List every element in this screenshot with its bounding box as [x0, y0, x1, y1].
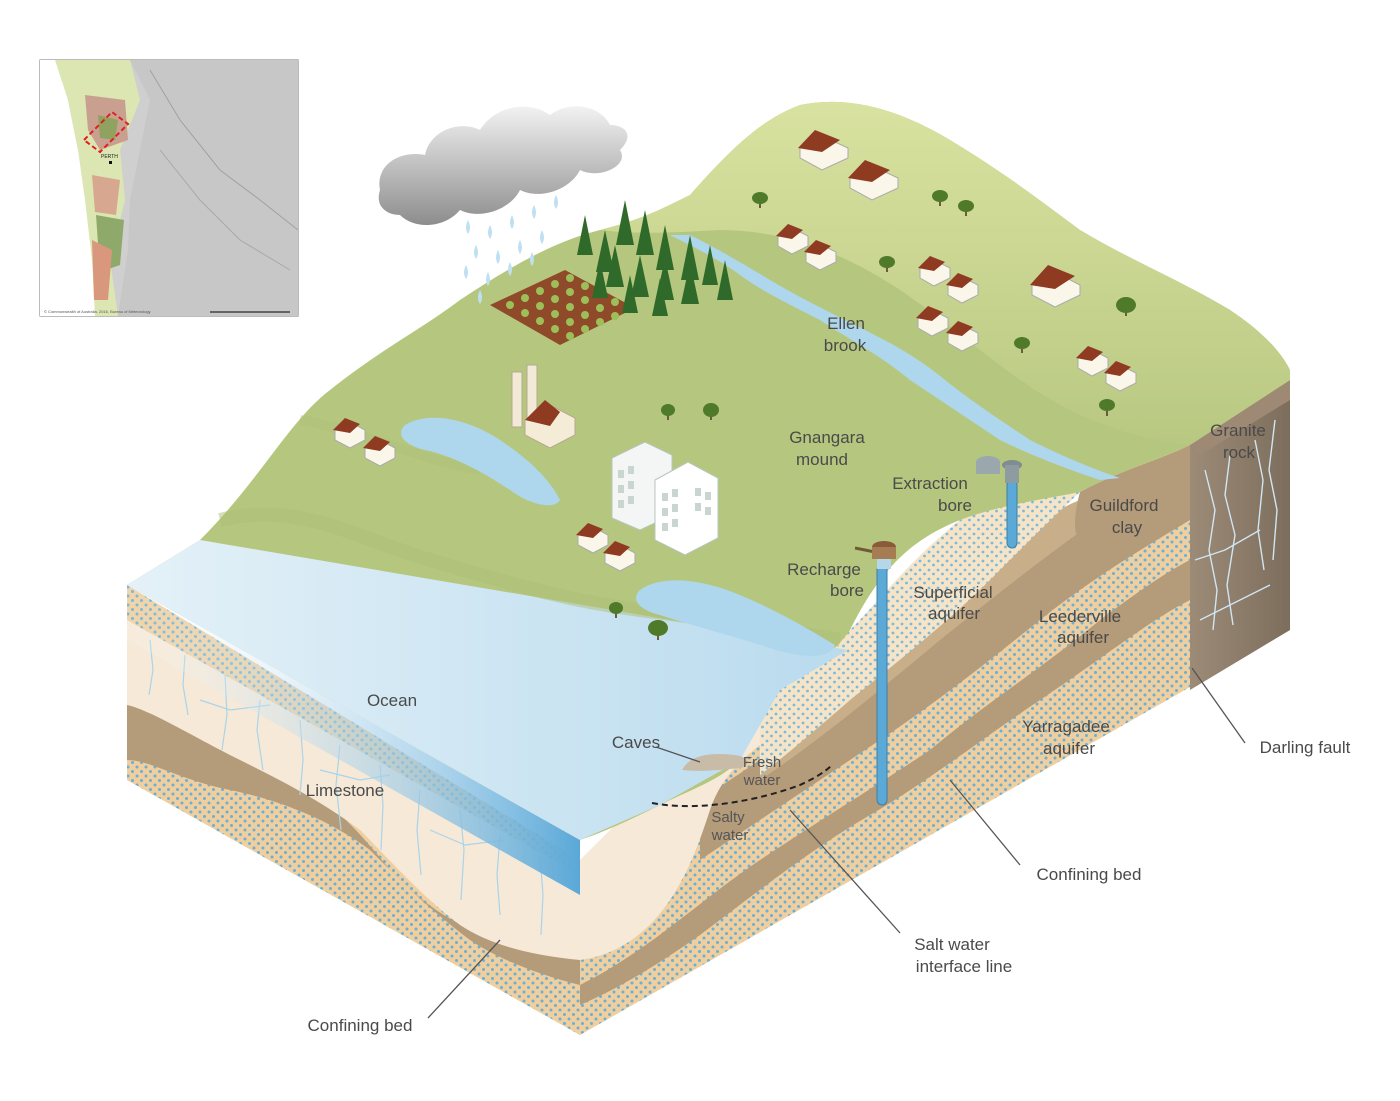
label-extraction-bore-1: Extraction — [892, 474, 968, 493]
ocean-front-face — [127, 585, 580, 895]
house — [603, 541, 636, 572]
label-confining-bed-left: Confining bed — [308, 1016, 413, 1035]
label-superficial-2: aquifer — [928, 604, 980, 623]
house — [946, 321, 979, 352]
study-area-outline — [82, 110, 130, 154]
label-caves: Caves — [612, 733, 660, 752]
house — [918, 256, 951, 287]
recharge-bore — [854, 541, 896, 806]
label-fresh-water-2: water — [743, 772, 781, 789]
house — [576, 523, 609, 554]
house — [804, 240, 837, 271]
city-buildings — [611, 441, 719, 556]
ellen-brook-river — [670, 235, 1120, 480]
extraction-bore — [976, 456, 1022, 549]
house — [916, 306, 949, 337]
label-superficial-1: Superficial — [913, 583, 992, 602]
house — [946, 273, 979, 304]
caves — [682, 753, 748, 771]
label-extraction-bore-2: bore — [938, 496, 972, 515]
house — [798, 130, 849, 171]
rain-cloud — [378, 106, 628, 304]
limestone-layer — [127, 620, 580, 960]
water-features — [401, 235, 1120, 656]
label-darling-fault: Darling fault — [1260, 738, 1351, 757]
labels: Ocean Limestone Caves Fresh water Salty … — [306, 314, 1351, 1035]
label-gnangara-2: mound — [796, 450, 848, 469]
leader-lines — [427, 667, 1246, 1019]
label-salty-water-2: water — [711, 827, 749, 844]
pine-forest — [577, 200, 733, 316]
front-left-face — [127, 585, 580, 1035]
label-ellen-brook-2: brook — [824, 336, 867, 355]
ocean-surface — [127, 540, 848, 840]
label-recharge-bore-2: bore — [830, 581, 864, 600]
label-salt-water-interface-2: interface line — [916, 957, 1012, 976]
lake-north — [401, 417, 560, 506]
lake-south — [636, 580, 835, 656]
salt-water-interface-line — [651, 764, 833, 808]
inset-map: PERTH © Commonwealth of Australia, 2016,… — [39, 59, 299, 317]
inset-town-label: PERTH — [101, 154, 118, 160]
label-yarragadee-2: aquifer — [1043, 739, 1095, 758]
label-gnangara-1: Gnangara — [789, 428, 865, 447]
label-recharge-bore-1: Recharge — [787, 560, 861, 579]
house — [848, 160, 899, 201]
houses — [333, 130, 1137, 572]
house — [776, 224, 809, 255]
label-confining-bed-right: Confining bed — [1037, 865, 1142, 884]
label-leederville-1: Leederville — [1039, 607, 1121, 626]
label-limestone: Limestone — [306, 781, 384, 800]
factory — [511, 364, 576, 449]
house — [1030, 265, 1081, 308]
inset-credit: © Commonwealth of Australia, 2016, Burea… — [44, 309, 151, 314]
house — [333, 418, 366, 449]
guildford-clay-layer — [1075, 445, 1190, 545]
label-guildford-1: Guildford — [1090, 496, 1159, 515]
house — [363, 436, 396, 467]
label-yarragadee-1: Yarragadee — [1022, 717, 1110, 736]
label-granite-2: rock — [1223, 443, 1256, 462]
label-salty-water-1: Salty — [711, 809, 745, 826]
label-salt-water-interface-1: Salt water — [914, 935, 990, 954]
label-ellen-brook-1: Ellen — [827, 314, 865, 333]
label-guildford-2: clay — [1112, 518, 1143, 537]
trees — [609, 190, 1136, 640]
perth-marker — [109, 161, 112, 164]
label-leederville-2: aquifer — [1057, 628, 1109, 647]
label-fresh-water-1: Fresh — [743, 754, 781, 771]
label-granite-1: Granite — [1210, 421, 1266, 440]
confining-bed-left-layer — [127, 700, 580, 985]
label-ocean: Ocean — [367, 691, 417, 710]
house — [1104, 361, 1137, 392]
house — [1076, 346, 1109, 377]
